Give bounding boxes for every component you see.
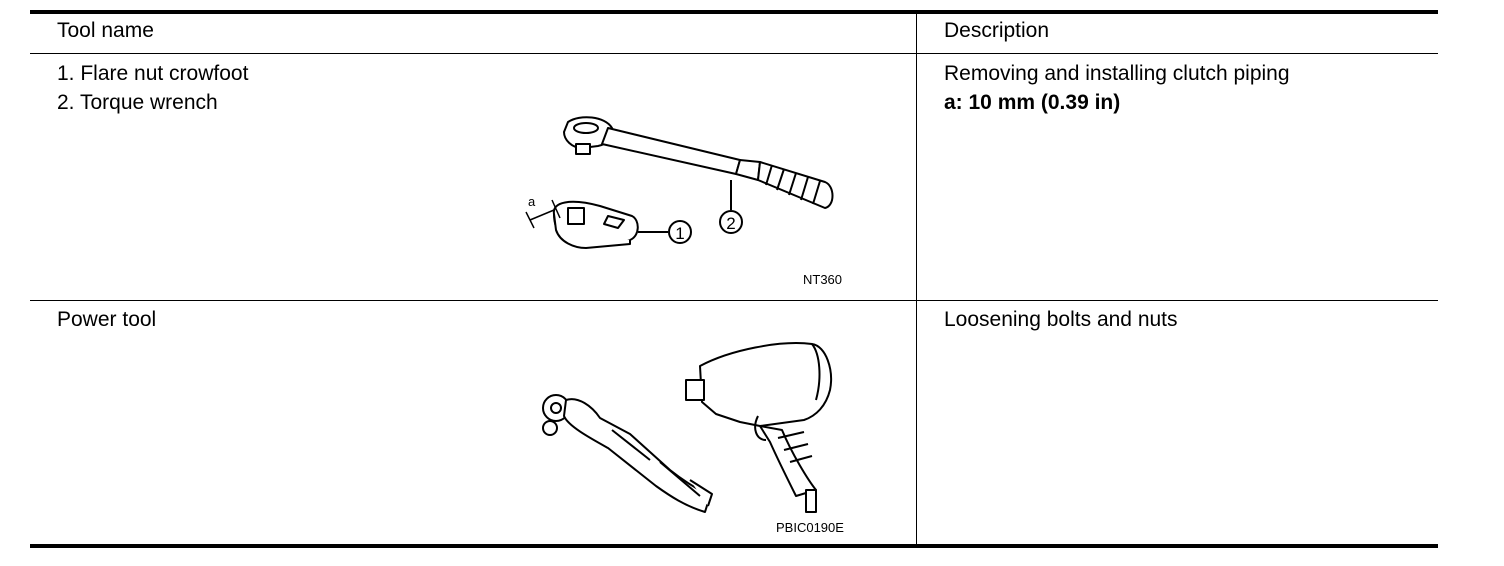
tool-name-line: 1. Flare nut crowfoot (57, 62, 249, 85)
column-divider (916, 14, 917, 544)
table-top-rule (30, 10, 1438, 14)
callout-2: 2 (726, 214, 735, 233)
impact-wrench-icon (685, 342, 832, 513)
air-ratchet-icon (542, 394, 713, 513)
figure-code: NT360 (803, 272, 843, 287)
description-text: Loosening bolts and nuts (944, 308, 1178, 331)
torque-wrench-figure: 2 1 a (525, 116, 834, 249)
torque-wrench-icon (563, 116, 834, 234)
flare-nut-crowfoot-icon (525, 199, 692, 249)
row-divider (30, 300, 1438, 301)
description-text: Removing and installing clutch piping (944, 62, 1290, 85)
tool-name-line: 2. Torque wrench (57, 91, 218, 114)
header-tool-name: Tool name (57, 19, 154, 42)
callout-1: 1 (675, 224, 684, 243)
table-bottom-rule (30, 544, 1438, 548)
header-description: Description (944, 19, 1050, 42)
power-tool-figure (542, 342, 832, 513)
figure-code: PBIC0190E (776, 520, 844, 535)
tool-name-line: Power tool (57, 308, 157, 331)
callout-a: a (528, 194, 536, 209)
spec-text: a: 10 mm (0.39 in) (944, 91, 1121, 114)
special-tools-table: Tool name Description 1. Flare nut crowf… (30, 10, 1438, 548)
header-divider (30, 53, 1438, 54)
